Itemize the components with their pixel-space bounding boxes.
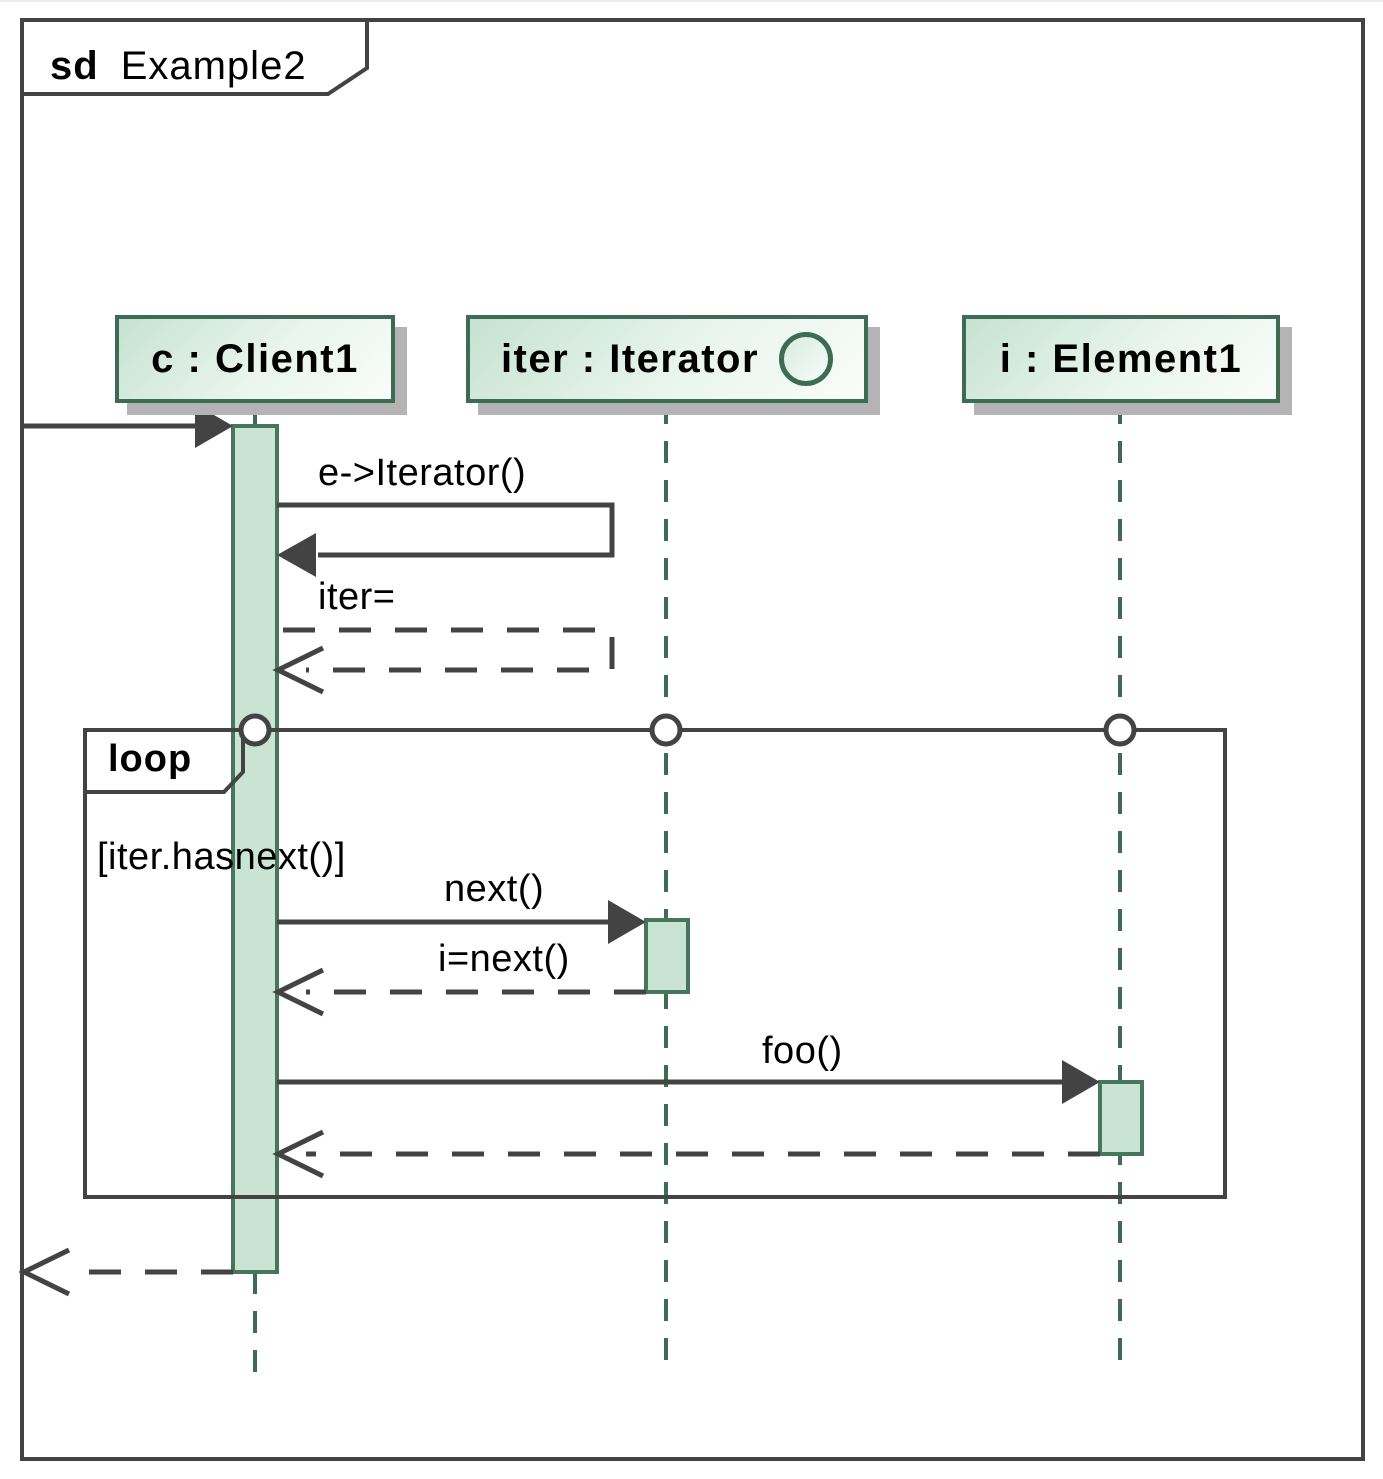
loop-operator-label: loop (108, 738, 193, 780)
message-selfreturn-line[interactable] (283, 627, 615, 673)
message-next-label: next() (444, 868, 545, 910)
lifeline-header-element[interactable]: i : Element1 (962, 315, 1280, 403)
lifeline-header-iterator[interactable]: iter : Iterator (466, 315, 868, 403)
loop-gate-circle-iterator (649, 713, 683, 747)
message-foo-arrowhead (1062, 1060, 1100, 1104)
loop-operator-pentagon (83, 728, 245, 794)
diagram-frame (20, 18, 1365, 1461)
interface-circle-icon (779, 332, 834, 386)
frame-name: Example2 (120, 44, 307, 88)
diagram-title: sd Example2 (50, 46, 307, 86)
loop-gate-circle-element (1103, 713, 1137, 747)
message-selfcall-label: e->Iterator() (318, 452, 527, 494)
message-next-arrowhead (608, 900, 646, 944)
lifeline-header-client-label: c : Client1 (151, 336, 359, 381)
loop-gate-circle-client (238, 713, 272, 747)
message-nextreturn-arrowhead (272, 967, 325, 1017)
message-selfcall-line[interactable] (277, 502, 615, 558)
message-selfcall-arrowhead (277, 533, 316, 577)
title-pentagon (20, 18, 369, 96)
frame-keyword: sd (50, 44, 99, 88)
message-selfreturn-arrowhead (272, 645, 325, 695)
message-foo-label: foo() (762, 1030, 843, 1072)
activation-element[interactable] (1098, 1080, 1144, 1156)
message-finalreturn-arrowhead (18, 1247, 71, 1297)
activation-client[interactable] (231, 424, 279, 1274)
message-nextreturn-label: i=next() (438, 938, 570, 980)
message-selfreturn-label: iter= (318, 576, 396, 618)
lifeline-header-iterator-label: iter : Iterator (500, 336, 760, 381)
activation-iterator[interactable] (644, 918, 690, 994)
message-fooreturn-arrowhead (272, 1129, 325, 1179)
lifeline-header-client[interactable]: c : Client1 (115, 315, 395, 403)
lifeline-header-element-label: i : Element1 (999, 336, 1243, 381)
message-found-arrowhead (195, 404, 233, 448)
loop-guard-label: [iter.hasnext()] (97, 836, 346, 878)
